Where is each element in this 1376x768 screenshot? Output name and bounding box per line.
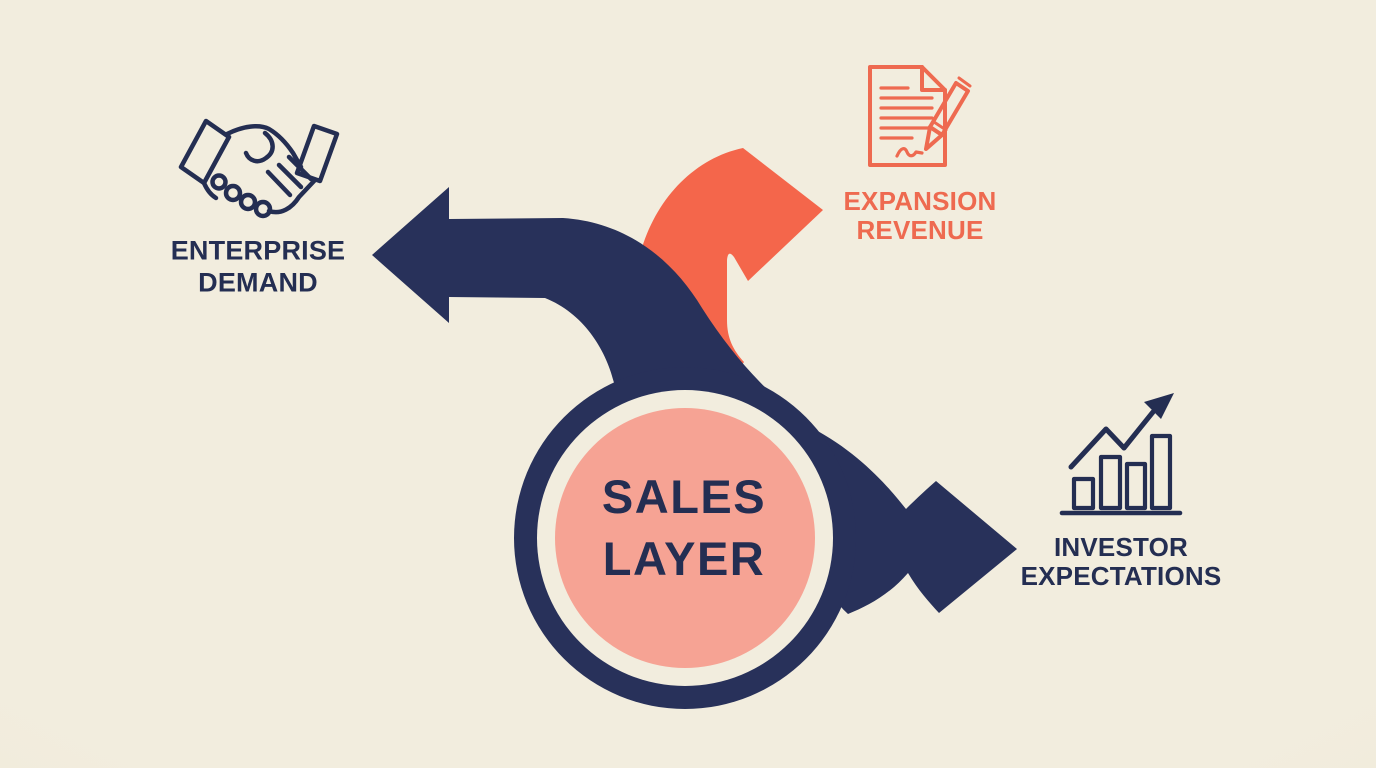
expansion-label-line2: REVENUE [856, 215, 984, 245]
node-label-enterprise-demand: ENTERPRISE DEMAND [171, 235, 346, 300]
enterprise-label-line1: ENTERPRISE [170, 235, 346, 266]
enterprise-label-line2: DEMAND [198, 268, 318, 298]
node-label-investor-expectations: INVESTOR EXPECTATIONS [1020, 531, 1222, 591]
center-circle [555, 408, 815, 668]
investor-right-arrow [805, 428, 1017, 614]
investor-label-line2: EXPECTATIONS [1020, 561, 1222, 591]
handshake-icon [178, 118, 340, 219]
center-label-line1: SALES [601, 469, 767, 523]
node-label-expansion-revenue: EXPANSION REVENUE [843, 185, 997, 245]
document-pen-icon [868, 65, 972, 167]
expansion-label-line1: EXPANSION [843, 185, 997, 216]
investor-label-line1: INVESTOR [1053, 531, 1189, 562]
center-label-line2: LAYER [602, 532, 766, 585]
center-label-sales-layer: SALES LAYER [602, 466, 766, 590]
bar-chart-growth-icon [1059, 393, 1183, 516]
